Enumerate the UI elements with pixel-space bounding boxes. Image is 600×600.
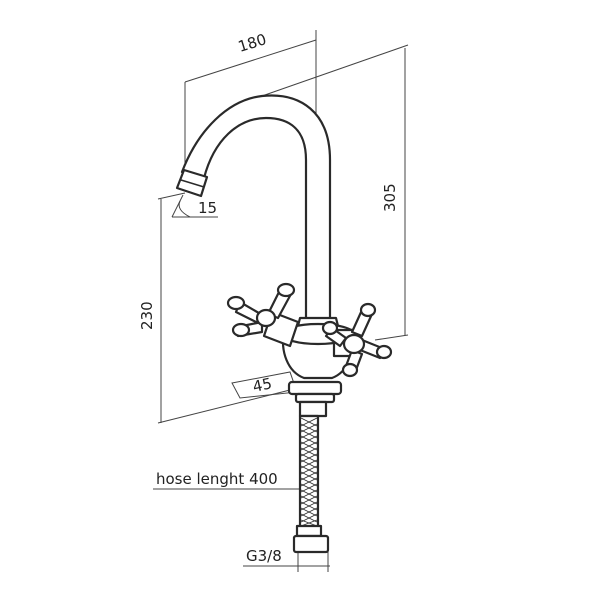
dim-15-arc bbox=[178, 200, 191, 218]
dim-305-top-extension bbox=[261, 44, 409, 97]
dimension-labels: 180 305 230 15 45 hose lenght 400 G3/8 bbox=[138, 30, 399, 565]
hose-braid-strand bbox=[300, 417, 318, 427]
hose-braid-strand bbox=[300, 501, 318, 511]
left-handle-hub bbox=[255, 308, 277, 328]
dim-230-top-extension bbox=[157, 192, 186, 200]
left-handle-knob-up bbox=[276, 282, 296, 298]
aerator-ring bbox=[180, 179, 205, 188]
right-handle-knob-left bbox=[321, 320, 339, 336]
dim-45-label: 45 bbox=[251, 374, 273, 396]
dim-305-bottom-extension bbox=[374, 334, 409, 341]
right-handle-knob-right bbox=[375, 344, 393, 360]
hose-braid-strand bbox=[300, 423, 318, 433]
right-handle-knob-down bbox=[341, 362, 359, 378]
right-handle-knob-up bbox=[359, 302, 377, 318]
dim-15-label: 15 bbox=[198, 199, 217, 217]
mounting-washer bbox=[294, 392, 336, 404]
hose-braid-strand bbox=[300, 489, 318, 499]
hose-braid-strand bbox=[300, 453, 318, 463]
hose-braid-strand bbox=[300, 495, 318, 505]
hose-braid-strand bbox=[300, 447, 318, 457]
hose-braid-pattern bbox=[300, 417, 318, 527]
hose-braid-strand bbox=[300, 471, 318, 481]
dim-180-label: 180 bbox=[236, 30, 269, 56]
hose-braid-strand bbox=[300, 483, 318, 493]
dim-180-line bbox=[184, 39, 317, 83]
hose-braid-strand bbox=[300, 465, 318, 475]
dim-230-label: 230 bbox=[138, 301, 156, 330]
faucet bbox=[175, 94, 393, 554]
hose-braid-strand bbox=[300, 429, 318, 439]
hose-braid-strand bbox=[300, 507, 318, 517]
mounting-shank bbox=[298, 400, 328, 418]
hose-braid-strand bbox=[300, 459, 318, 469]
dim-15-line-a bbox=[171, 194, 184, 218]
braided-hose bbox=[298, 414, 320, 530]
left-handle-knob-left bbox=[226, 295, 246, 311]
left-handle-knob-down bbox=[231, 322, 251, 338]
hose-braid-strand bbox=[300, 441, 318, 451]
left-cross-handle bbox=[226, 282, 296, 338]
dim-305-label: 305 bbox=[381, 183, 399, 212]
hose-length-label: hose lenght 400 bbox=[156, 470, 278, 488]
spout bbox=[180, 94, 332, 322]
right-handle-hub bbox=[342, 333, 366, 355]
hose-braid-strand bbox=[300, 477, 318, 487]
right-cross-handle bbox=[321, 302, 393, 378]
thread-label: G3/8 bbox=[246, 547, 282, 565]
hose-ferrule bbox=[295, 524, 323, 538]
hose-nut bbox=[292, 534, 330, 554]
mounting-nut bbox=[287, 380, 343, 396]
hose-braid-strand bbox=[300, 435, 318, 445]
